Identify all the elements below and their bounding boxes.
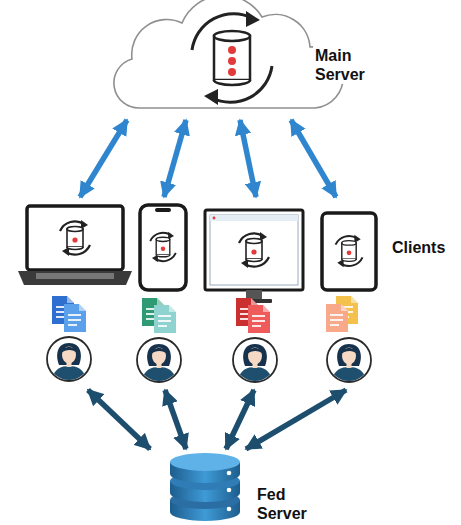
sync-arrow [291, 120, 336, 197]
node-label: Fed Server [255, 485, 309, 523]
server-database-icon [192, 11, 272, 105]
sync-arrow [88, 390, 150, 449]
cloud-server: Main Server [105, 0, 355, 116]
sync-arrow [226, 390, 254, 449]
cloud-outline [114, 0, 343, 108]
desktop-monitor [205, 210, 303, 303]
database-server: Fed Server [138, 452, 248, 522]
sync-arrow [164, 120, 186, 197]
sync-arrow [80, 120, 127, 197]
phone [140, 205, 186, 290]
laptop [18, 206, 132, 285]
sync-arrow [246, 390, 346, 449]
document-icons [52, 296, 358, 333]
user-avatars [47, 337, 371, 382]
node-label: Main Server [313, 46, 367, 84]
fed-database-icon [170, 453, 240, 521]
tablet [322, 213, 376, 290]
sync-arrow [165, 390, 186, 449]
sync-arrow [240, 120, 256, 197]
client-group: Clients [15, 200, 383, 386]
node-label: Clients [390, 238, 447, 257]
